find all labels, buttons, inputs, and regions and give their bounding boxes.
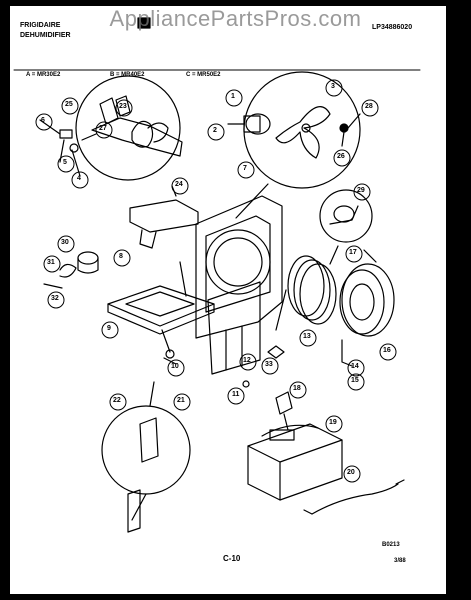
coil-assembly: [275, 245, 339, 331]
model-c: C = MR50E2: [186, 72, 221, 78]
base-plate: [107, 261, 215, 353]
callout-25: 25: [65, 101, 73, 108]
callout-2: 2: [213, 127, 217, 134]
callout-29: 29: [357, 187, 365, 194]
callout-28: 28: [365, 103, 373, 110]
detail-circle-fan-motor: [227, 71, 361, 189]
callout-10: 10: [171, 363, 179, 370]
callout-3: 3: [331, 83, 335, 90]
callout-30: 30: [61, 239, 69, 246]
binder-hole-bottom: [450, 510, 466, 532]
callout-20: 20: [347, 469, 355, 476]
float-switch: [275, 391, 293, 431]
detail-circle-top-left: [75, 75, 183, 181]
hardware-parts: [163, 345, 285, 388]
callout-16: 16: [383, 347, 391, 354]
part-number: LP34886020: [372, 24, 413, 31]
callout-6: 6: [41, 117, 45, 124]
detail-circle-bottom-left: [101, 381, 191, 533]
callout-23: 23: [119, 103, 127, 110]
drawing-code: B0213: [382, 542, 400, 548]
callout-21: 21: [177, 397, 185, 404]
callout-1: 1: [231, 93, 235, 100]
callout-17: 17: [349, 249, 357, 256]
callout-markers: [35, 79, 397, 483]
callout-32: 32: [51, 295, 59, 302]
switch-parts-group: [39, 119, 81, 177]
callout-19: 19: [329, 419, 337, 426]
brand-line-1: FRIGIDAIRE: [20, 22, 61, 29]
callout-9: 9: [107, 325, 111, 332]
callout-11: 11: [232, 391, 240, 398]
callout-18: 18: [293, 385, 301, 392]
power-cord: [303, 479, 405, 515]
binder-hole-top: [450, 50, 466, 72]
callout-24: 24: [175, 181, 183, 188]
drawing-date: 3/88: [394, 558, 406, 564]
callout-14: 14: [351, 363, 359, 370]
callout-5: 5: [63, 159, 67, 166]
bracket-assembly: [129, 185, 199, 249]
callout-33: 33: [265, 361, 273, 368]
callout-31: 31: [47, 259, 55, 266]
callout-12: 12: [243, 357, 251, 364]
small-parts-left: [43, 251, 99, 289]
fan-housing: [195, 195, 283, 375]
binder-hole-middle: [450, 284, 466, 306]
callout-27: 27: [99, 125, 107, 132]
callout-7: 7: [243, 165, 247, 172]
callout-15: 15: [351, 377, 359, 384]
callout-8: 8: [119, 253, 123, 260]
model-b: B = MR40E2: [110, 72, 145, 78]
callout-13: 13: [303, 333, 311, 340]
callout-4: 4: [77, 175, 81, 182]
watermark: AppliancePartsPros.com: [109, 6, 362, 31]
model-a: A = MR30E2: [26, 72, 61, 78]
brand-logo-mark: [137, 17, 151, 29]
page-code: C-10: [223, 554, 241, 563]
brand-line-2: DEHUMIDIFIER: [20, 32, 71, 39]
condenser-shroud: [339, 249, 395, 367]
detail-circle-thermostat: [319, 189, 373, 243]
callout-26: 26: [337, 153, 345, 160]
water-bucket: [247, 423, 343, 501]
callout-22: 22: [113, 397, 121, 404]
